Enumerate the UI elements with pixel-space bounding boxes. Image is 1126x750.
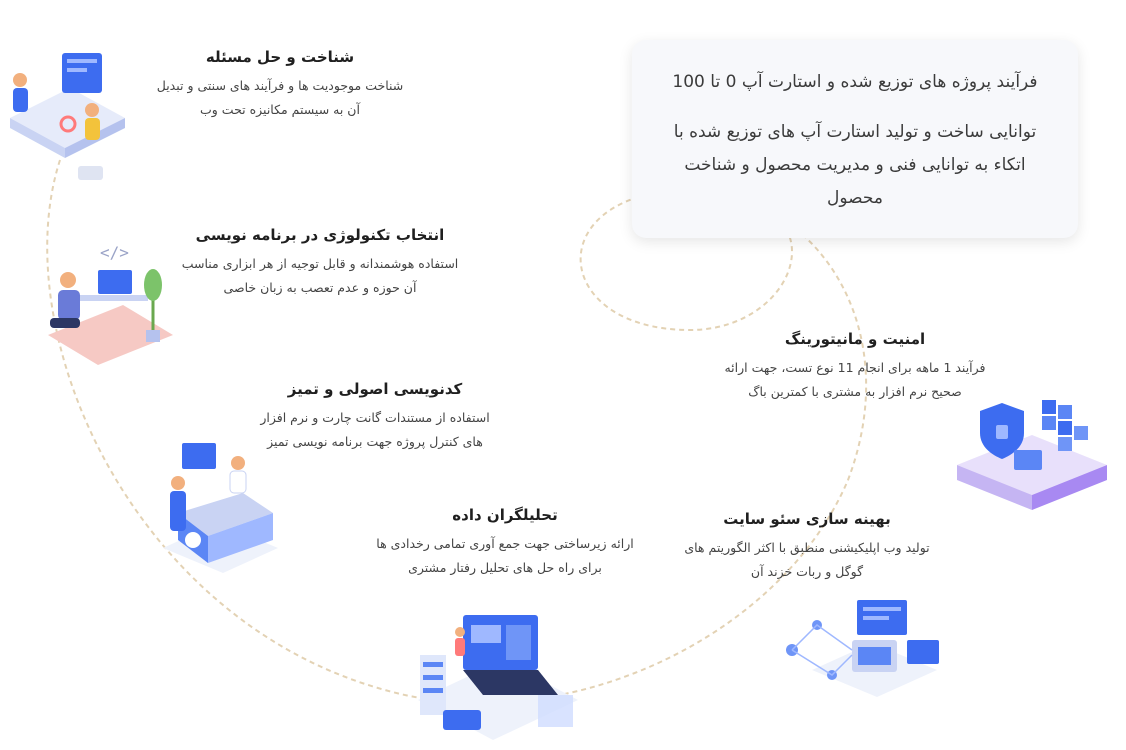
step-text: فرآیند 1 ماهه برای انجام 11 نوع تست، جهت… [724, 360, 986, 399]
step-security-monitoring: امنیت و مانیتورینگ فرآیند 1 ماهه برای ان… [720, 330, 990, 404]
step-clean-coding: کدنویسی اصولی و تمیز استفاده از مستندات … [250, 380, 500, 454]
security-shield-icon [957, 400, 1107, 510]
developer-desk-icon: </> [48, 243, 173, 365]
data-analytics-icon [418, 615, 578, 740]
intro-description: توانایی ساخت و تولید استارت آپ های توزیع… [673, 122, 1037, 208]
intro-title: فرآیند پروژه های توزیع شده و استارت آپ 0… [672, 72, 1038, 92]
step-text: استفاده از مستندات گانت چارت و نرم افزار… [260, 410, 490, 449]
intro-card: فرآیند پروژه های توزیع شده و استارت آپ 0… [632, 40, 1078, 238]
svg-text:</>: </> [100, 243, 129, 262]
step-title: شناخت و حل مسئله [205, 48, 355, 66]
step-title: کدنویسی اصولی و تمیز [287, 380, 463, 398]
step-text: شناخت موجودیت ها و فرآیند های سنتی و تبد… [156, 78, 404, 117]
seo-network-icon [786, 600, 939, 697]
step-data-analysts: تحلیلگران داده ارائه زیرساختی جهت جمع آو… [365, 506, 645, 580]
step-title: امنیت و مانیتورینگ [784, 330, 926, 348]
step-text: تولید وب اپلیکیشنی منطبق با اکثر الگوریت… [684, 540, 930, 579]
step-text: استفاده هوشمندانه و قابل توجیه از هر ابز… [181, 256, 459, 295]
step-text: ارائه زیرساختی جهت جمع آوری تمامی رخدادی… [376, 536, 634, 575]
step-seo-optimization: بهینه سازی سئو سایت تولید وب اپلیکیشنی م… [672, 510, 942, 584]
reception-desk-icon [163, 443, 278, 573]
people-at-desk-icon [10, 53, 125, 180]
step-title: بهینه سازی سئو سایت [723, 510, 891, 528]
step-problem-solving: شناخت و حل مسئله شناخت موجودیت ها و فرآی… [150, 48, 410, 122]
step-title: انتخاب تکنولوژی در برنامه نویسی [195, 226, 445, 244]
step-technology-selection: انتخاب تکنولوژی در برنامه نویسی استفاده … [180, 226, 460, 300]
step-title: تحلیلگران داده [452, 506, 558, 524]
